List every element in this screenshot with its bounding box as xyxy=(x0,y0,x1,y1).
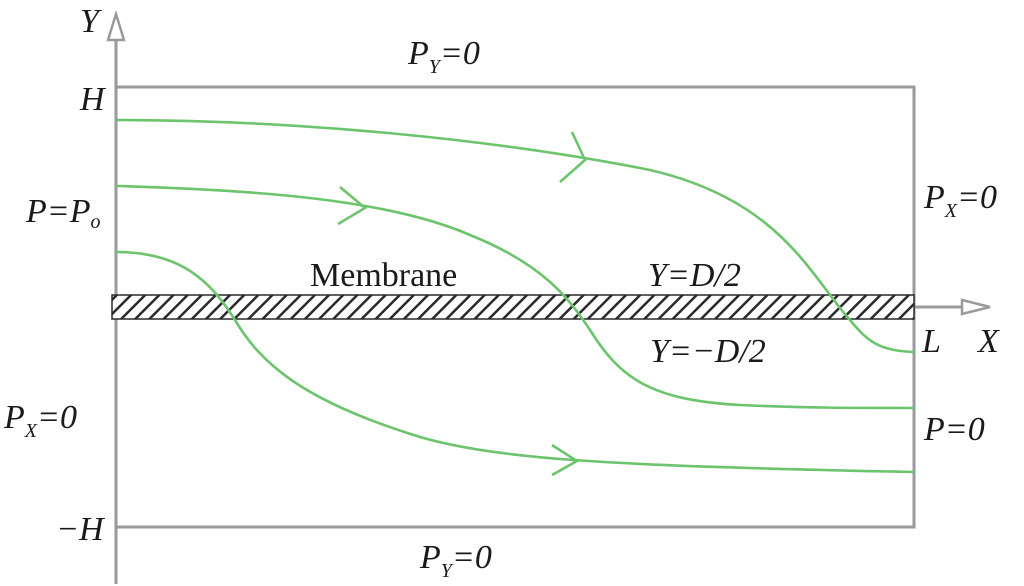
height-top-label: H xyxy=(79,81,107,118)
flow-arrow-top xyxy=(559,131,587,183)
upper-surface-label: Y=D/2 xyxy=(648,257,741,294)
lower-surface-label: Y=−D/2 xyxy=(650,333,766,370)
left-boundary-label: PX=0 xyxy=(3,399,77,442)
membrane-band xyxy=(111,294,915,320)
height-bottom-label: −H xyxy=(56,511,106,548)
x-axis-label: X xyxy=(976,323,1000,360)
membrane-label: Membrane xyxy=(310,257,457,294)
inlet-pressure-label: P=Po xyxy=(25,193,100,233)
streamline-top xyxy=(115,118,915,354)
x-axis-arrowhead xyxy=(960,298,991,316)
outlet-pressure-label: P=0 xyxy=(923,411,985,448)
streamline-bottom xyxy=(115,250,915,474)
flow-arrow-bottom xyxy=(551,443,580,477)
length-label: L xyxy=(921,323,941,360)
y-axis-arrowhead xyxy=(106,9,126,42)
right-boundary-label: PX=0 xyxy=(923,179,997,222)
top-boundary-label: PY=0 xyxy=(407,35,480,78)
flow-arrow-middle xyxy=(337,186,368,226)
streamline-middle xyxy=(115,184,915,410)
bottom-boundary-label: PY=0 xyxy=(419,539,492,582)
y-axis-label: Y xyxy=(80,3,102,40)
